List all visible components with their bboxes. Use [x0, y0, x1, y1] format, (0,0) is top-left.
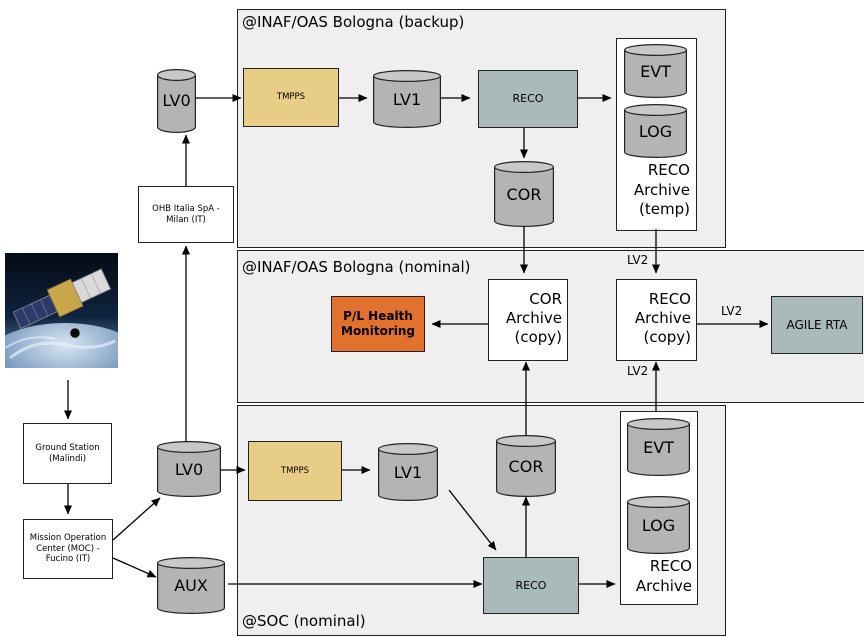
- health-monitoring-box: P/L Health Monitoring: [331, 296, 425, 352]
- soc-cor-cylinder: COR: [496, 434, 556, 497]
- cor-archive-copy-label: COR Archive (copy): [505, 290, 562, 346]
- moc-box: Mission Operation Center (MOC) - Fucino …: [23, 519, 113, 579]
- arrow-moc-to-lv0: [112, 497, 161, 541]
- lv2-label-down: LV2: [627, 253, 649, 267]
- backup-tmpps-box: TMPPS: [243, 68, 339, 127]
- satellite-icon: [0, 253, 160, 433]
- satellite-image: [0, 253, 160, 433]
- ground-station-box: Ground Station (Malindi): [23, 423, 112, 484]
- soc-reco-archive-label: RECO Archive: [635, 557, 692, 595]
- soc-lv1-cylinder: LV1: [378, 442, 438, 501]
- backup-region-title: @INAF/OAS Bologna (backup): [242, 13, 465, 31]
- ohb-italia-box: OHB Italia SpA - Milan (IT): [138, 186, 234, 243]
- nominal-region-title: @INAF/OAS Bologna (nominal): [242, 258, 471, 276]
- soc-tmpps-box: TMPPS: [248, 441, 342, 501]
- agile-rta-box: AGILE RTA: [771, 296, 863, 354]
- lv0-top-cylinder: LV0: [157, 68, 196, 133]
- backup-evt-cylinder: EVT: [624, 43, 687, 98]
- backup-log-cylinder: LOG: [624, 103, 687, 158]
- backup-cor-cylinder: COR: [494, 160, 554, 227]
- lv2-label-up: LV2: [627, 364, 649, 378]
- backup-lv1-cylinder: LV1: [372, 69, 442, 128]
- backup-reco-box: RECO: [478, 70, 578, 128]
- soc-log-cylinder: LOG: [627, 495, 690, 554]
- reco-archive-copy-box: [616, 279, 697, 361]
- cor-archive-copy-box: [488, 279, 568, 361]
- backup-reco-archive-label: RECO Archive (temp): [633, 161, 690, 218]
- arrow-moc-to-aux: [112, 557, 157, 578]
- soc-evt-cylinder: EVT: [627, 417, 690, 476]
- reco-archive-copy-label: RECO Archive (copy): [634, 290, 691, 346]
- soc-reco-box: RECO: [483, 557, 579, 614]
- lv0-bottom-cylinder: LV0: [157, 440, 221, 497]
- soc-region-title: @SOC (nominal): [242, 612, 366, 630]
- aux-cylinder: AUX: [156, 556, 226, 614]
- lv2-label-rta: LV2: [721, 304, 743, 318]
